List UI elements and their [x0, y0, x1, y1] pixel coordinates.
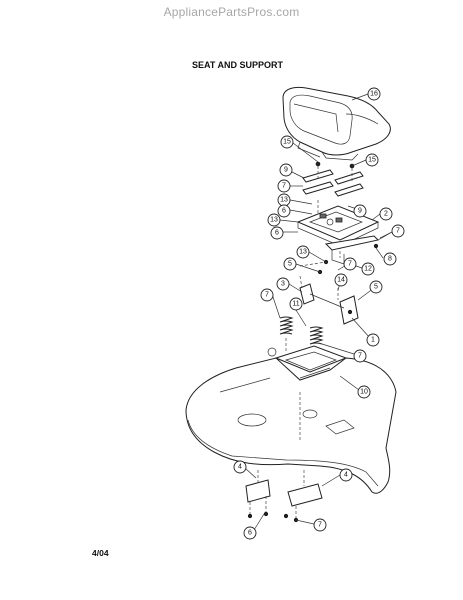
svg-text:3: 3 [281, 281, 285, 288]
callout-6-bottom: 6 [243, 526, 257, 540]
svg-text:7: 7 [282, 183, 286, 190]
svg-text:13: 13 [270, 217, 278, 224]
svg-text:7: 7 [318, 522, 322, 529]
seat-part [282, 86, 391, 161]
pivot-hardware [299, 275, 359, 325]
callout-12: 12 [361, 262, 375, 276]
svg-text:15: 15 [283, 139, 291, 146]
callout-5-upper: 5 [283, 257, 297, 271]
callout-7-mid: 7 [343, 257, 357, 271]
lower-plates [245, 470, 323, 523]
callout-4-left: 4 [233, 460, 247, 474]
svg-text:9: 9 [358, 208, 362, 215]
watermark: AppliancePartsPros.com [163, 5, 300, 19]
callout-9-top: 9 [279, 163, 293, 177]
svg-text:6: 6 [248, 530, 252, 537]
callout-13-lower: 13 [296, 245, 310, 259]
svg-text:16: 16 [370, 91, 378, 98]
callout-9-right: 9 [353, 204, 367, 218]
callout-16: 16 [367, 87, 381, 101]
callout-6-upper: 6 [277, 204, 291, 218]
svg-text:7: 7 [348, 261, 352, 268]
svg-text:4: 4 [238, 464, 242, 471]
svg-text:4: 4 [344, 472, 348, 479]
callout-2: 2 [379, 207, 393, 221]
svg-text:7: 7 [358, 353, 362, 360]
revision-date: 4/04 [92, 548, 109, 558]
svg-text:15: 15 [368, 157, 376, 164]
svg-text:12: 12 [364, 266, 372, 273]
callout-3: 3 [276, 277, 290, 291]
callout-7-left: 7 [260, 288, 274, 302]
callout-13-upper: 13 [277, 193, 291, 207]
svg-text:13: 13 [299, 249, 307, 256]
callout-6-mid: 6 [270, 226, 284, 240]
leader-lines [244, 93, 397, 531]
callout-15-left: 15 [280, 135, 294, 149]
svg-text:6: 6 [282, 208, 286, 215]
diagram-title: SEAT AND SUPPORT [191, 60, 283, 70]
svg-text:9: 9 [284, 167, 288, 174]
callout-8: 8 [383, 252, 397, 266]
callout-5-right: 5 [369, 280, 383, 294]
callout-14: 14 [334, 273, 348, 287]
svg-text:10: 10 [360, 389, 368, 396]
callout-13-mid: 13 [267, 213, 281, 227]
svg-text:5: 5 [288, 261, 292, 268]
callout-7-bottom: 7 [313, 518, 327, 532]
callout-labels: 16 15 15 9 7 13 6 9 2 13 6 7 13 8 5 12 7… [233, 87, 405, 540]
svg-text:1: 1 [371, 337, 375, 344]
callout-7-lower: 7 [353, 349, 367, 363]
callout-4-right: 4 [339, 468, 353, 482]
svg-text:7: 7 [265, 292, 269, 299]
callout-1: 1 [366, 333, 380, 347]
callout-7-upper: 7 [277, 179, 291, 193]
callout-11: 11 [289, 297, 303, 311]
svg-text:13: 13 [280, 197, 288, 204]
seat-rails [302, 161, 364, 197]
svg-text:5: 5 [374, 284, 378, 291]
svg-text:2: 2 [384, 211, 388, 218]
callout-7-right: 7 [391, 224, 405, 238]
callout-15-right: 15 [365, 153, 379, 167]
callout-10: 10 [357, 385, 371, 399]
svg-text:14: 14 [337, 277, 345, 284]
svg-text:6: 6 [275, 230, 279, 237]
fender-body [185, 357, 397, 494]
svg-text:8: 8 [388, 256, 392, 263]
svg-text:7: 7 [396, 228, 400, 235]
svg-text:11: 11 [292, 301, 299, 308]
